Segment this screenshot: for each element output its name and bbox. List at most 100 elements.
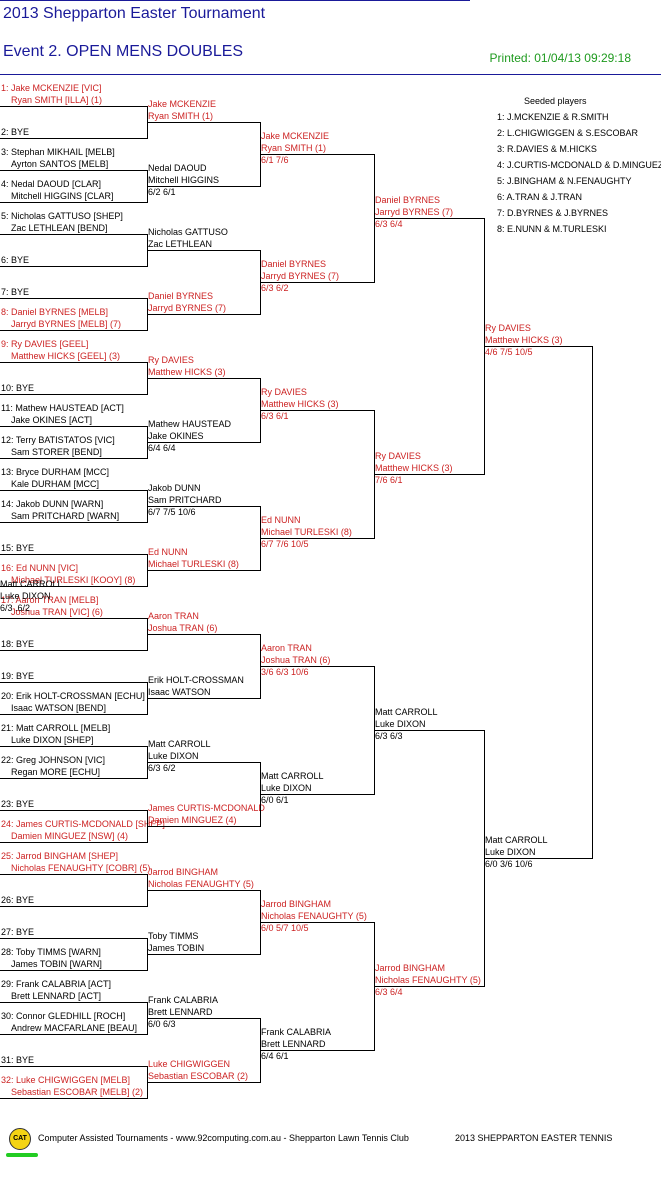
bracket-line bbox=[0, 1002, 147, 1003]
draw-entry-line1: 18: BYE bbox=[1, 639, 35, 649]
draw-entry-line1: 6: BYE bbox=[1, 255, 30, 265]
match-score: 6/0 3/6 10/6 bbox=[485, 859, 533, 869]
match-score: 4/6 7/5 10/5 bbox=[485, 347, 533, 357]
page-title: 2013 Shepparton Easter Tournament bbox=[3, 5, 266, 22]
draw-entry-line2: Mitchell HIGGINS [CLAR] bbox=[11, 191, 114, 201]
match-winner-line2: Zac LETHLEAN bbox=[148, 239, 213, 249]
bracket-connector bbox=[592, 346, 593, 859]
match-winner-line2: Jake OKINES bbox=[148, 431, 204, 441]
match-winner-line2: Luke DIXON bbox=[148, 751, 199, 761]
match-score: 6/2 6/1 bbox=[148, 187, 176, 197]
seeded-player-entry: 1: J.MCKENZIE & R.SMITH bbox=[497, 112, 609, 122]
draw-entry-line1: 8: Daniel BYRNES [MELB] bbox=[1, 307, 109, 317]
draw-entry-line2: Isaac WATSON [BEND] bbox=[11, 703, 107, 713]
match-winner-line1: Erik HOLT-CROSSMAN bbox=[148, 675, 244, 685]
bracket-line bbox=[374, 474, 484, 475]
bracket-line bbox=[0, 1034, 147, 1035]
draw-entry-line1: 5: Nicholas GATTUSO [SHEP] bbox=[1, 211, 123, 221]
bracket-line bbox=[0, 778, 147, 779]
match-score: 6/4 6/1 bbox=[261, 1051, 289, 1061]
bracket-line bbox=[0, 298, 147, 299]
match-winner-line1: Ed NUNN bbox=[148, 547, 188, 557]
bracket-line bbox=[0, 554, 147, 555]
draw-entry-line1: 17: Aaron TRAN [MELB] bbox=[1, 595, 99, 605]
match-winner-line2: Nicholas FENAUGHTY (5) bbox=[375, 975, 481, 985]
match-winner-line1: Jarrod BINGHAM bbox=[148, 867, 219, 877]
draw-entry-line2: Matthew HICKS [GEEL] (3) bbox=[11, 351, 121, 361]
header-divider bbox=[0, 74, 661, 75]
match-winner-line2: Jarryd BYRNES (7) bbox=[375, 207, 454, 217]
match-score: 6/7 7/6 10/5 bbox=[261, 539, 309, 549]
draw-entry-line1: 14: Jakob DUNN [WARN] bbox=[1, 499, 104, 509]
seeded-player-entry: 7: D.BYRNES & J.BYRNES bbox=[497, 208, 609, 218]
draw-entry-line1: 23: BYE bbox=[1, 799, 35, 809]
draw-entry-line1: 26: BYE bbox=[1, 895, 35, 905]
bracket-line bbox=[0, 1098, 147, 1099]
draw-entry-line1: 15: BYE bbox=[1, 543, 35, 553]
bracket-line bbox=[147, 762, 260, 763]
match-winner-line1: Jakob DUNN bbox=[148, 483, 201, 493]
match-winner-line2: Mitchell HIGGINS bbox=[148, 175, 220, 185]
draw-entry-line1: 2: BYE bbox=[1, 127, 30, 137]
match-winner-line2: Nicholas FENAUGHTY (5) bbox=[261, 911, 367, 921]
match-winner-line1: Daniel BYRNES bbox=[375, 195, 441, 205]
bracket-line bbox=[147, 506, 260, 507]
bracket-line bbox=[0, 330, 147, 331]
bracket-line bbox=[0, 202, 147, 203]
draw-entry-line2: Nicholas FENAUGHTY [COBR] (5) bbox=[11, 863, 151, 873]
logo-underline bbox=[6, 1153, 38, 1157]
bracket-line bbox=[147, 314, 260, 315]
draw-entry-line2: Sam STORER [BEND] bbox=[11, 447, 102, 457]
cat-logo: CAT bbox=[9, 1128, 31, 1150]
seeded-player-entry: 2: L.CHIGWIGGEN & S.ESCOBAR bbox=[497, 128, 639, 138]
match-winner-line1: Jake MCKENZIE bbox=[261, 131, 330, 141]
event-title: Event 2. OPEN MENS DOUBLES bbox=[3, 43, 244, 60]
bracket-line bbox=[0, 362, 147, 363]
bracket-line bbox=[0, 426, 147, 427]
match-score: 6/3 6/3 bbox=[375, 731, 403, 741]
draw-entry-line2: Brett LENNARD [ACT] bbox=[11, 991, 102, 1001]
seeded-player-entry: 3: R.DAVIES & M.HICKS bbox=[497, 144, 597, 154]
bracket-line bbox=[147, 1018, 260, 1019]
match-winner-line2: Sam PRITCHARD bbox=[148, 495, 222, 505]
match-score: 7/6 6/1 bbox=[375, 475, 403, 485]
bracket-line bbox=[147, 378, 260, 379]
bracket-line bbox=[0, 458, 147, 459]
bracket-line bbox=[374, 218, 484, 219]
draw-entry-line1: 4: Nedal DAOUD [CLAR] bbox=[1, 179, 102, 189]
match-winner-line2: Michael TURLESKI (8) bbox=[148, 559, 239, 569]
bracket-line bbox=[0, 106, 147, 107]
bracket-line bbox=[260, 1050, 374, 1051]
match-winner-line1: Aaron TRAN bbox=[261, 643, 312, 653]
match-winner-line2: Matthew HICKS (3) bbox=[375, 463, 453, 473]
draw-entry-line2: Sebastian ESCOBAR [MELB] (2) bbox=[11, 1087, 144, 1097]
seeded-players-title: Seeded players bbox=[524, 96, 587, 106]
draw-entry-line1: 20: Erik HOLT-CROSSMAN [ECHU] bbox=[1, 691, 145, 701]
draw-entry-line2: Regan MORE [ECHU] bbox=[11, 767, 101, 777]
draw-entry-line1: 19: BYE bbox=[1, 671, 35, 681]
match-winner-line1: Matt CARROLL bbox=[261, 771, 324, 781]
bracket-line bbox=[147, 250, 260, 251]
bracket-line bbox=[374, 986, 484, 987]
match-winner-line1: Matt CARROLL bbox=[148, 739, 211, 749]
draw-entry-line2: Andrew MACFARLANE [BEAU] bbox=[11, 1023, 138, 1033]
match-winner-line1: Jarrod BINGHAM bbox=[261, 899, 332, 909]
bracket-line bbox=[0, 1066, 147, 1067]
match-winner-line2: Damien MINGUEZ (4) bbox=[148, 815, 237, 825]
bracket-line bbox=[484, 858, 592, 859]
draw-entry-line2: James TOBIN [WARN] bbox=[11, 959, 102, 969]
match-score: 6/3 6/4 bbox=[375, 219, 403, 229]
draw-entry-line1: 16: Ed NUNN [VIC] bbox=[1, 563, 79, 573]
seeded-player-entry: 8: E.NUNN & M.TURLESKI bbox=[497, 224, 607, 234]
match-winner-line2: Isaac WATSON bbox=[148, 687, 211, 697]
bracket-line bbox=[0, 810, 147, 811]
match-score: 6/4 6/4 bbox=[148, 443, 176, 453]
draw-entry-line1: 11: Mathew HAUSTEAD [ACT] bbox=[1, 403, 124, 413]
draw-entry-line1: 21: Matt CARROLL [MELB] bbox=[1, 723, 111, 733]
match-winner-line2: Jarryd BYRNES (7) bbox=[261, 271, 340, 281]
bracket-line bbox=[0, 522, 147, 523]
match-score: 6/0 6/3 bbox=[148, 1019, 176, 1029]
match-score: 6/3 6/2 bbox=[261, 283, 289, 293]
seeded-player-entry: 5: J.BINGHAM & N.FENAUGHTY bbox=[497, 176, 632, 186]
match-winner-line1: Frank CALABRIA bbox=[148, 995, 219, 1005]
